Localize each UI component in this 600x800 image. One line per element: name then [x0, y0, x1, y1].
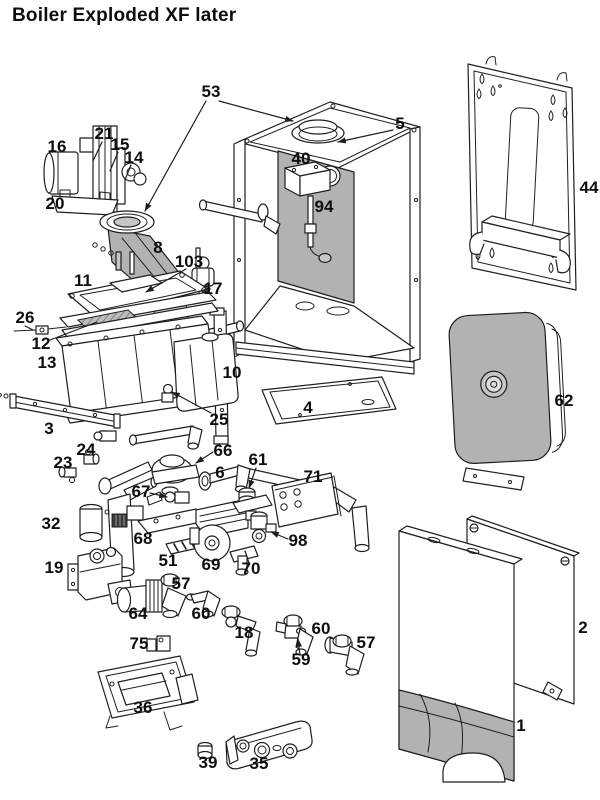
part-label-53: 53 [202, 82, 221, 101]
combustion-cover [67, 247, 209, 319]
part-label-14: 14 [125, 148, 144, 167]
case-front-panel [398, 525, 523, 783]
part-label-59: 59 [292, 650, 311, 669]
inspection-panel [448, 311, 566, 464]
part-label-98: 98 [289, 531, 308, 550]
part-label-57: 57 [172, 574, 191, 593]
valve-18 [221, 605, 261, 657]
part-label-40: 40 [292, 149, 311, 168]
valve-57a [160, 573, 187, 619]
part-label-60: 60 [312, 619, 331, 638]
leader-lines [24, 100, 394, 656]
spark-electrode [304, 195, 332, 264]
panel-clip-bar [462, 467, 525, 491]
part-label-1: 1 [516, 716, 525, 735]
control-fascia [225, 720, 313, 770]
part-label-36: 36 [134, 698, 153, 717]
part-label-19: 19 [45, 558, 64, 577]
isolation-clip [13, 325, 67, 335]
part-label-10: 10 [223, 363, 242, 382]
part-label-26: 26 [16, 308, 35, 327]
fitting-23 [58, 466, 77, 483]
part-label-35: 35 [250, 754, 269, 773]
part-label-62: 62 [555, 391, 574, 410]
part-label-16: 16 [48, 137, 67, 156]
sump-fitting [161, 383, 174, 403]
frame-pipe [198, 199, 281, 235]
part-label-64: 64 [129, 604, 148, 623]
valve-57b [324, 634, 365, 676]
panel-clip [542, 681, 563, 701]
part-label-61: 61 [249, 450, 268, 469]
part-label-3: 3 [44, 419, 53, 438]
ignition-transformer [284, 161, 331, 197]
part-label-66: 66 [214, 441, 233, 460]
condensate-trap [151, 454, 200, 496]
part-label-21: 21 [95, 124, 114, 143]
part-label-18: 18 [235, 623, 254, 642]
flow-sensor [250, 511, 277, 544]
page-title: Boiler Exploded XF later [12, 5, 237, 26]
part-label-67: 67 [132, 482, 151, 501]
part-label-5: 5 [395, 114, 404, 133]
valve-59 [275, 614, 303, 639]
part-label-23: 23 [54, 453, 73, 472]
valve-64 [116, 579, 163, 613]
base-panel [0, 376, 397, 425]
fitting-24 [83, 449, 100, 465]
part-label-24: 24 [77, 440, 96, 459]
mounting-bracket [469, 215, 571, 274]
part-label-32: 32 [42, 514, 61, 533]
part-label-15: 15 [111, 135, 130, 154]
part-label-25: 25 [210, 410, 229, 429]
part-label-12: 12 [32, 334, 51, 353]
part-label-20: 20 [46, 194, 65, 213]
exchanger-sump [173, 332, 239, 412]
part-label-69: 69 [202, 555, 221, 574]
control-chassis [97, 655, 199, 731]
part-label-39: 39 [199, 753, 218, 772]
pipe-60b [295, 627, 314, 656]
pipe-60a [185, 590, 221, 618]
fitting-6 [198, 464, 251, 493]
control-knob [197, 741, 213, 760]
part-label-57: 57 [357, 633, 376, 652]
bracket-70 [229, 545, 259, 576]
part-label-17: 17 [204, 279, 223, 298]
support-bar [3, 393, 121, 429]
part-label-2: 2 [578, 618, 587, 637]
fan-assembly [43, 125, 147, 216]
relay-75 [146, 635, 171, 652]
diagonal-pipe [98, 461, 153, 495]
part-label-11: 11 [74, 271, 92, 290]
pump-assembly [189, 500, 249, 562]
part-label-44: 44 [580, 178, 599, 197]
part-label-75: 75 [130, 634, 149, 653]
part-label-94: 94 [315, 197, 334, 216]
part-label-8: 8 [153, 238, 162, 257]
part-label-103: 103 [175, 252, 203, 271]
part-label-4: 4 [303, 398, 313, 417]
part-label-51: 51 [159, 551, 178, 570]
part-label-13: 13 [38, 353, 57, 372]
part-label-70: 70 [242, 559, 261, 578]
part-label-71: 71 [304, 467, 323, 486]
part-label-68: 68 [134, 529, 153, 548]
wall-mounting-plate [467, 56, 577, 291]
part-label-6: 6 [215, 463, 224, 482]
upper-pipe [93, 425, 203, 450]
plate-heat-exchanger [271, 472, 342, 528]
actuator-32 [79, 503, 144, 543]
part-label-60: 60 [192, 604, 211, 623]
